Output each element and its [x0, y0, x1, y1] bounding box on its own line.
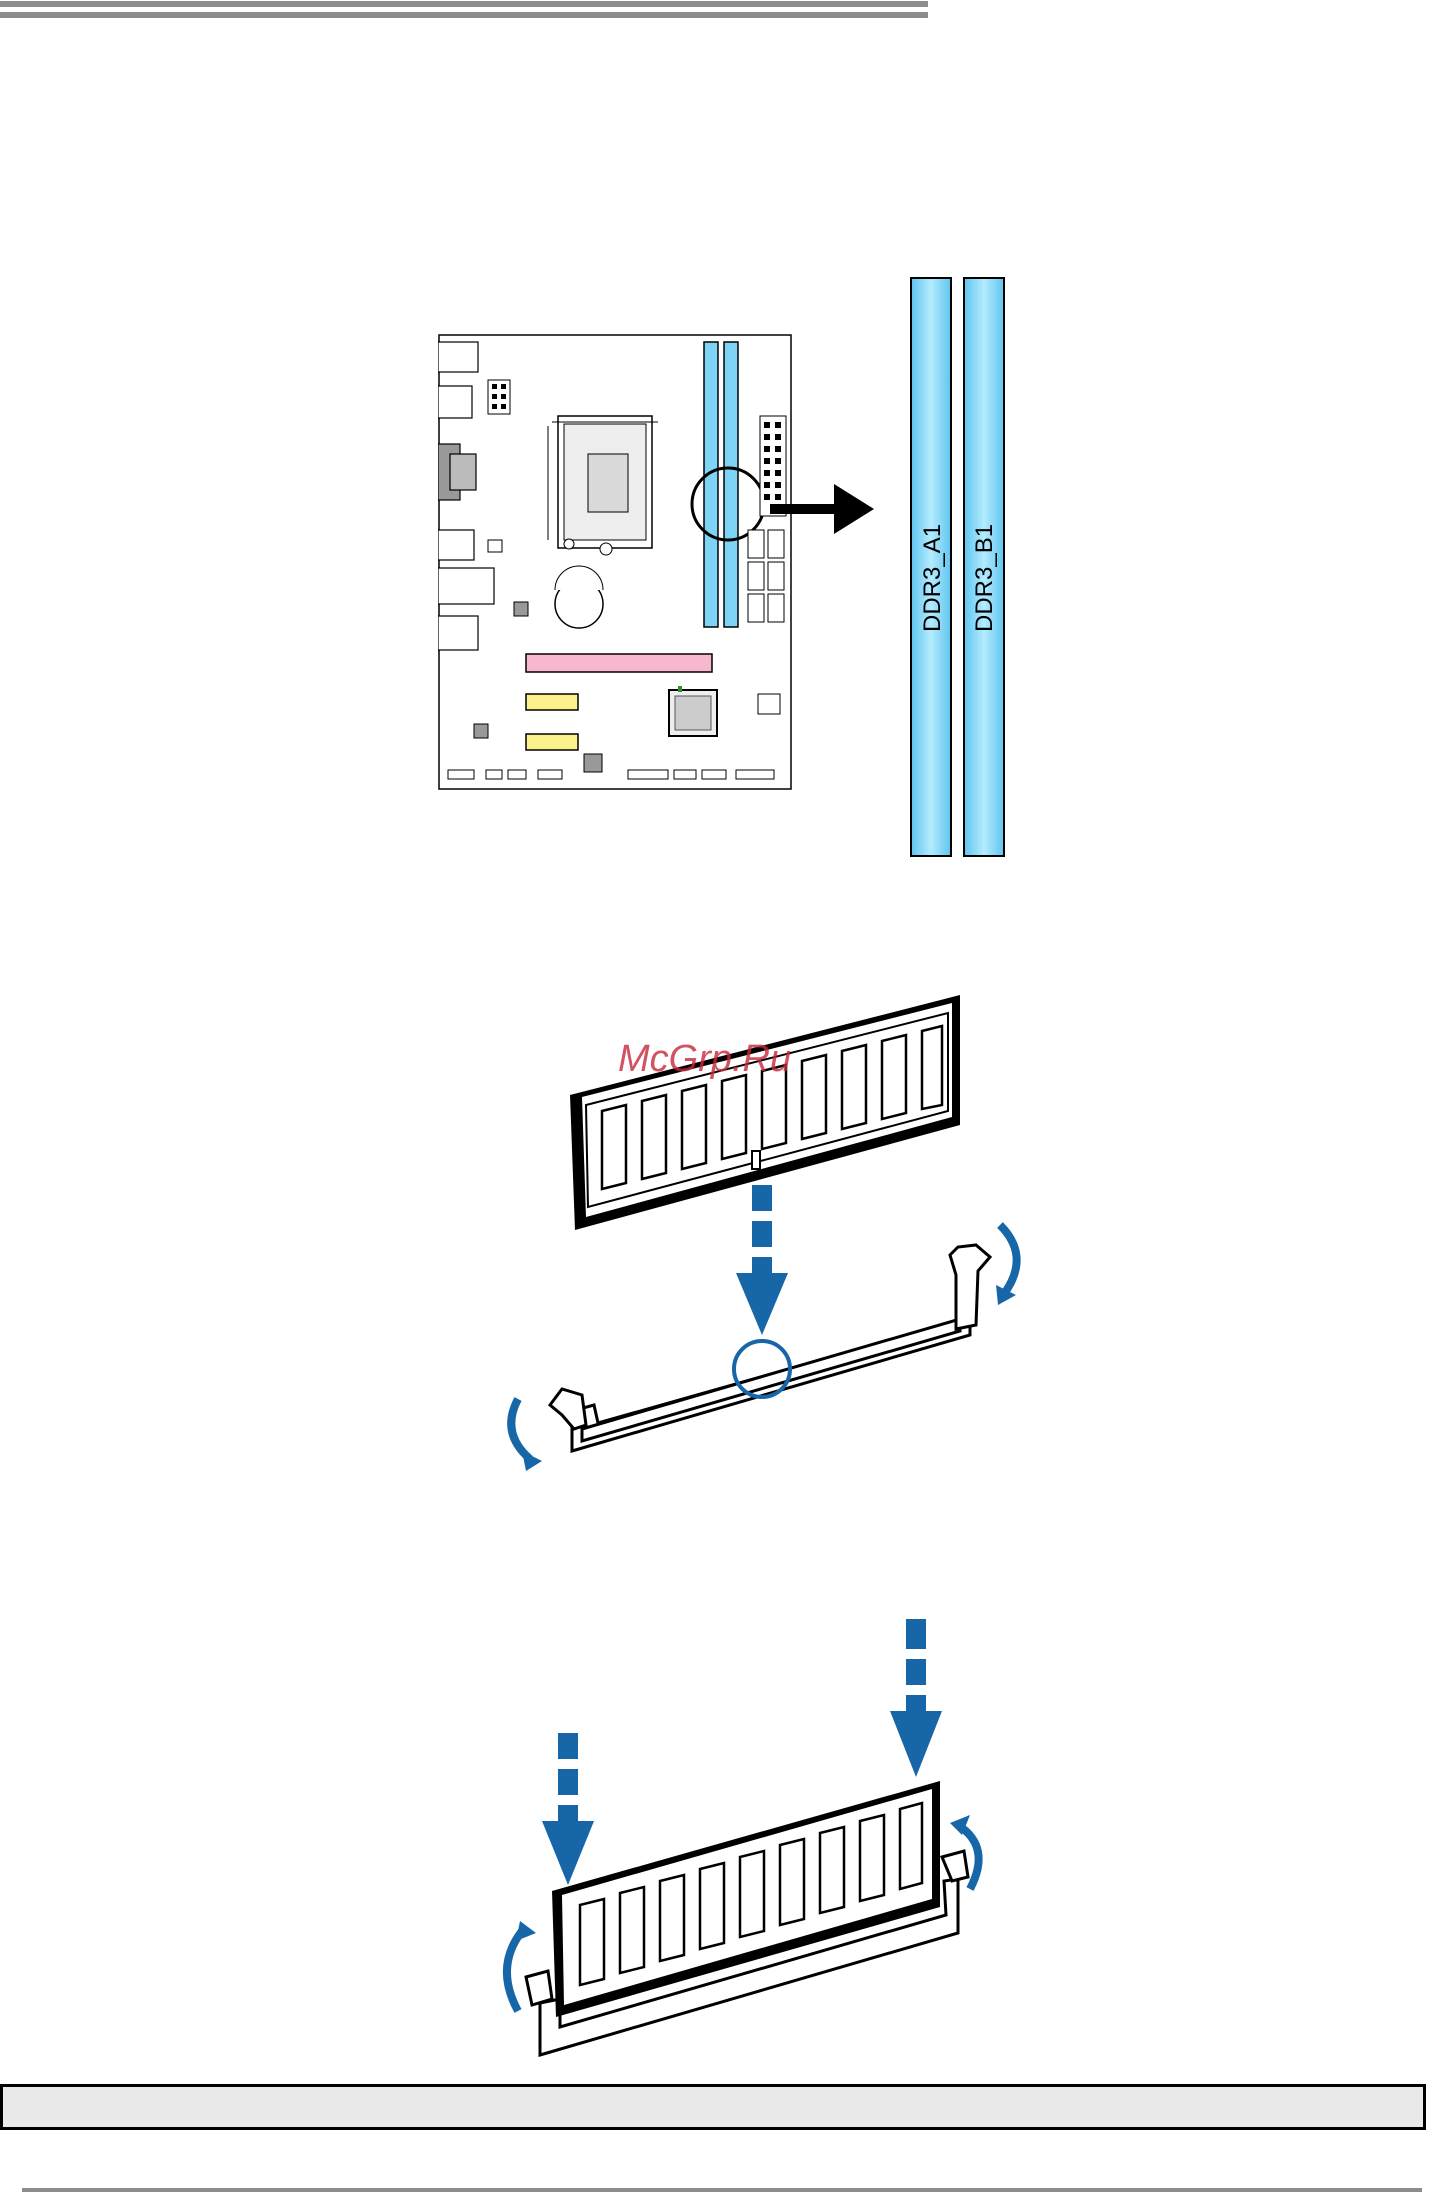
down-arrow-icon [736, 1185, 788, 1335]
dimm-slot [572, 1305, 970, 1451]
down-arrow-icon [542, 1733, 594, 1885]
watermark: McGrp.Ru [618, 1038, 791, 1080]
pcie-x1-slot-1 [526, 694, 578, 710]
slot-b1-label: DDR3_B1 [971, 524, 998, 632]
rotate-arrow-icon [1000, 1225, 1017, 1291]
slot-a1-label: DDR3_A1 [919, 524, 946, 632]
footer-rule [22, 2188, 1422, 2192]
module-insert-illustration: McGrp.Ru [490, 985, 1050, 1475]
cpu-socket [548, 416, 658, 555]
slot-latch-right [950, 1245, 990, 1329]
rotate-arrow-icon [507, 1931, 522, 2011]
dimm-slots-enlarged: DDR3_A1 DDR3_B1 [840, 272, 1020, 868]
pcie-x1-slot-2 [526, 734, 578, 750]
slot-latch-left [526, 1971, 552, 2005]
module-lock-illustration [490, 1615, 1030, 2085]
pcie-x16-slot [526, 654, 712, 672]
note-box [0, 2084, 1426, 2130]
header-rule [0, 0, 928, 20]
slot-latch-right [942, 1851, 968, 1881]
slot-latch-left [550, 1389, 586, 1429]
rotate-arrow-icon [511, 1399, 530, 1459]
motherboard-diagram [438, 334, 792, 790]
down-arrow-icon [890, 1619, 942, 1777]
